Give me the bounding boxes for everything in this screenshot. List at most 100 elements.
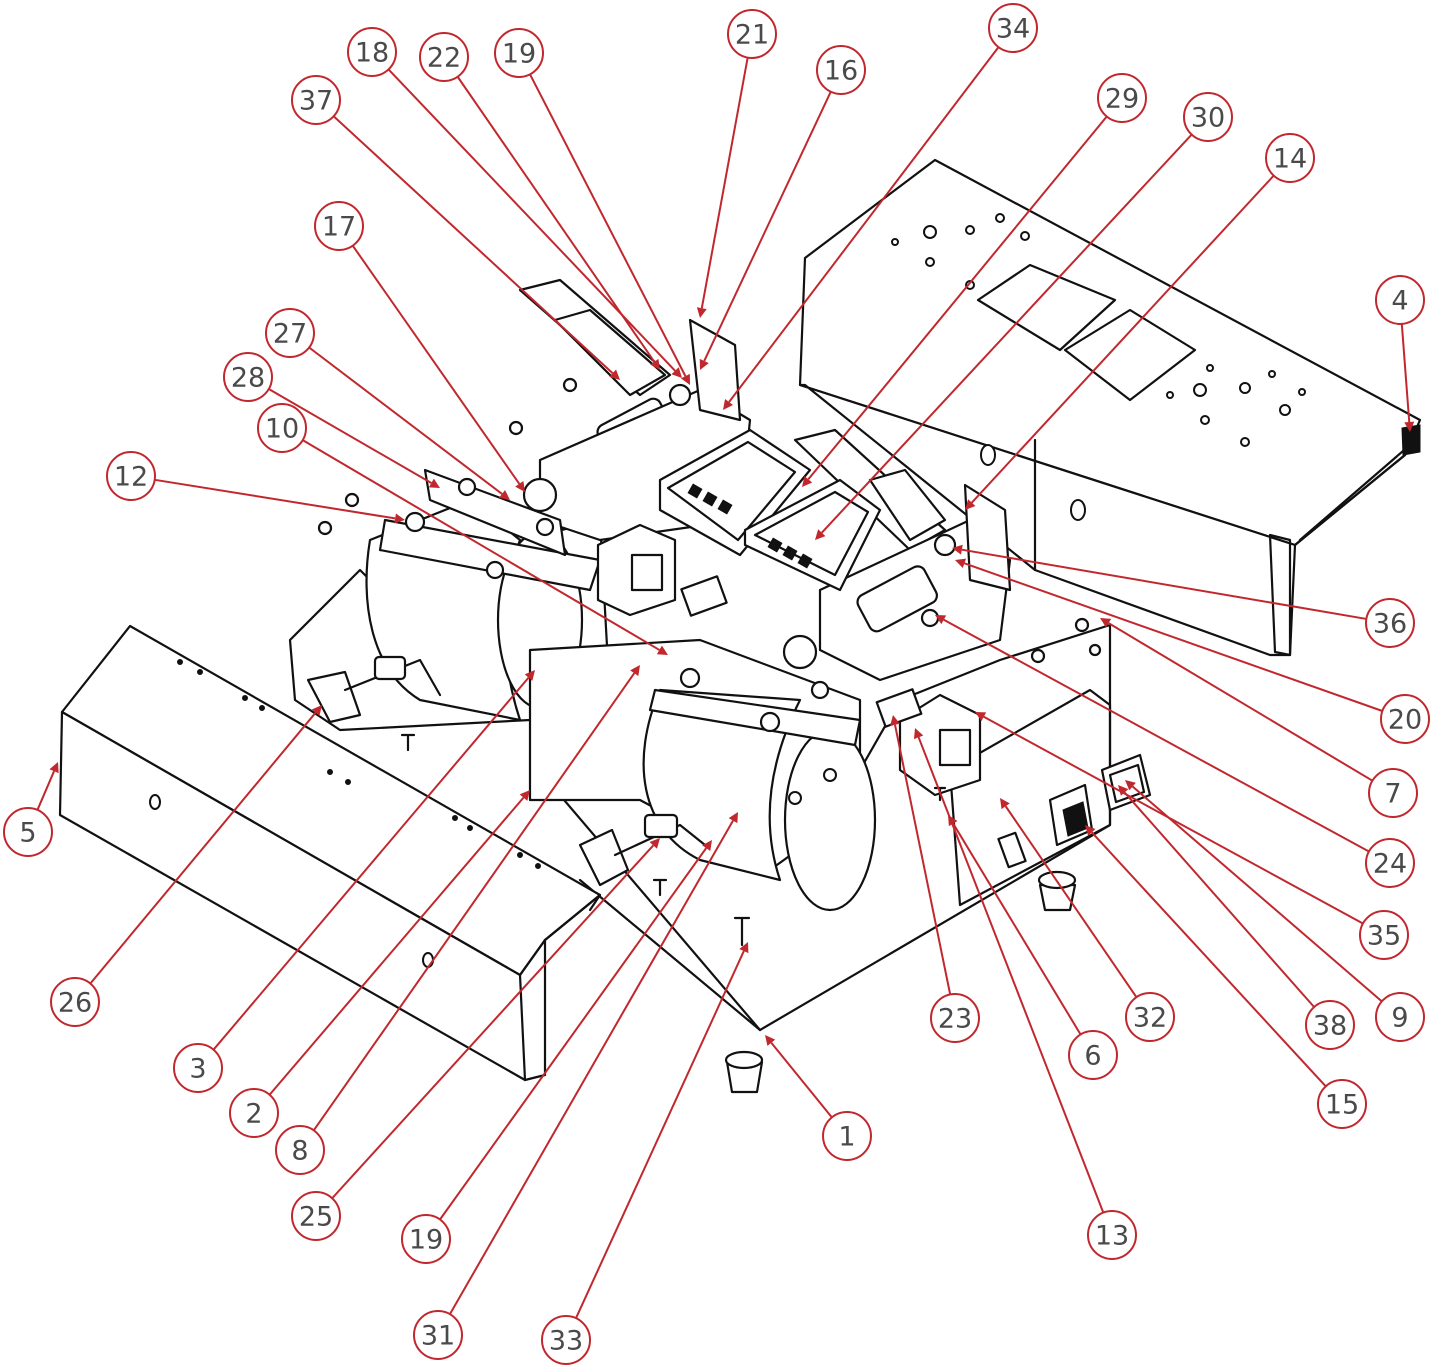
- callout-label: 4: [1391, 286, 1408, 317]
- callout-circle: [223, 352, 273, 402]
- callout-circle: [173, 1043, 223, 1093]
- callout-label: 36: [1373, 609, 1407, 640]
- callout-circle: [1305, 1000, 1355, 1050]
- leader-arrowhead-30: [815, 529, 826, 540]
- callout-35: 35: [1359, 910, 1409, 960]
- leader-line-13: [917, 736, 1105, 1213]
- leader-arrowhead-5: [49, 762, 59, 774]
- callout-6: 6: [1068, 1030, 1118, 1080]
- callout-label: 9: [1391, 1003, 1408, 1034]
- callout-label: 2: [245, 1099, 262, 1130]
- leader-line-27: [308, 346, 503, 495]
- callout-18: 18: [347, 27, 397, 77]
- leader-line-37: [332, 115, 614, 374]
- callout-label: 13: [1095, 1221, 1129, 1252]
- leader-arrowhead-25: [649, 838, 660, 849]
- callout-7: 7: [1368, 768, 1418, 818]
- callout-circle: [50, 977, 100, 1027]
- mug-press-machine-drawing: [58, 158, 1422, 1094]
- leader-arrowhead-10: [656, 645, 668, 655]
- callout-36: 36: [1365, 598, 1415, 648]
- callout-circle: [1125, 992, 1175, 1042]
- callout-19: 19: [401, 1214, 451, 1264]
- leader-arrowhead-21: [696, 307, 707, 318]
- leader-arrowhead-27: [499, 489, 510, 500]
- callout-circle: [816, 45, 866, 95]
- leader-arrowhead-29: [802, 476, 813, 487]
- callout-16: 16: [816, 45, 866, 95]
- leader-line-31: [449, 820, 734, 1315]
- callout-label: 32: [1133, 1003, 1167, 1034]
- leader-line-23: [894, 724, 952, 995]
- leader-arrowhead-31: [728, 812, 738, 824]
- callout-circle: [257, 403, 307, 453]
- callout-15: 15: [1317, 1079, 1367, 1129]
- callout-label: 35: [1367, 921, 1401, 952]
- callout-24: 24: [1365, 838, 1415, 888]
- callout-label: 17: [322, 212, 356, 243]
- callout-label: 31: [421, 1321, 455, 1352]
- leader-arrowhead-18: [671, 367, 682, 378]
- callout-1: 1: [822, 1111, 872, 1161]
- leader-arrowhead-33: [739, 942, 749, 954]
- callout-circle: [1365, 838, 1415, 888]
- callout-circle: [275, 1125, 325, 1175]
- callout-23: 23: [930, 993, 980, 1043]
- leader-line-34: [728, 46, 1000, 403]
- callout-circle: [930, 993, 980, 1043]
- leader-line-24: [943, 618, 1370, 853]
- leader-line-8: [312, 672, 636, 1131]
- callout-circle: [822, 1111, 872, 1161]
- leader-line-14: [971, 174, 1275, 504]
- callout-circle: [1097, 73, 1147, 123]
- callout-label: 24: [1373, 849, 1407, 880]
- callout-circle: [1359, 910, 1409, 960]
- right-heating-cylinder: [528, 638, 877, 912]
- leader-line-15: [1091, 831, 1327, 1088]
- callout-22: 22: [419, 32, 469, 82]
- callout-label: 10: [265, 414, 299, 445]
- rubber-foot-front: [724, 1050, 764, 1094]
- leader-line-12: [154, 478, 396, 520]
- callout-label: 6: [1084, 1041, 1101, 1072]
- leader-line-38: [1123, 791, 1315, 1008]
- callout-30: 30: [1183, 92, 1233, 142]
- leader-line-7: [1108, 622, 1373, 782]
- leader-arrowhead-38: [1118, 785, 1129, 796]
- callout-25: 25: [291, 1191, 341, 1241]
- callout-29: 29: [1097, 73, 1147, 123]
- leader-arrowhead-23: [890, 715, 900, 726]
- callout-label: 37: [299, 86, 333, 117]
- leader-line-17: [351, 245, 521, 485]
- callout-32: 32: [1125, 992, 1175, 1042]
- left-temperature-controller: [658, 428, 812, 557]
- callout-label: 16: [824, 56, 858, 87]
- right-terminal-block: [875, 688, 923, 728]
- callout-circle: [1368, 768, 1418, 818]
- callout-26: 26: [50, 977, 100, 1027]
- callout-4: 4: [1375, 275, 1425, 325]
- callout-12: 12: [106, 451, 156, 501]
- leader-line-28: [268, 388, 432, 484]
- leader-arrowhead-13: [913, 728, 924, 740]
- leader-arrowhead-20: [955, 558, 967, 569]
- leader-line-5: [36, 770, 55, 811]
- callout-circle: [1365, 598, 1415, 648]
- callout-circle: [106, 451, 156, 501]
- callout-label: 19: [502, 39, 536, 70]
- left-cover: [58, 624, 602, 1082]
- leader-line-19: [529, 73, 687, 377]
- callout-circle: [1375, 992, 1425, 1042]
- base-screw: [733, 916, 751, 947]
- callout-label: 38: [1313, 1011, 1347, 1042]
- callout-37: 37: [291, 75, 341, 125]
- callout-circle: [413, 1310, 463, 1360]
- leader-line-9: [1131, 785, 1383, 1003]
- callout-3: 3: [173, 1043, 223, 1093]
- left-relay: [596, 523, 677, 617]
- leader-line-3: [212, 676, 530, 1051]
- leader-line-32: [1004, 805, 1138, 998]
- callout-circle: [541, 1315, 591, 1365]
